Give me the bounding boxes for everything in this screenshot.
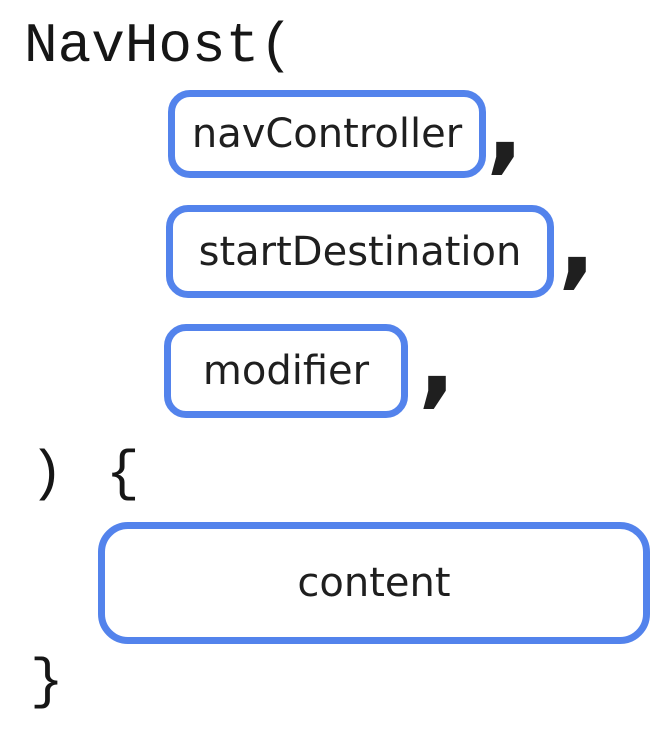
code-open-brace: {	[106, 442, 140, 506]
code-close-brace: }	[30, 650, 64, 714]
comma-after-modifier: ,	[418, 302, 456, 419]
param-pill-startdestination: startDestination	[166, 205, 554, 298]
content-slot-box: content	[98, 522, 650, 644]
param-label-startdestination: startDestination	[198, 228, 522, 275]
code-close-paren: )	[30, 442, 64, 506]
code-function-open: NavHost(	[24, 14, 293, 78]
param-pill-modifier: modifier	[164, 324, 408, 418]
param-label-modifier: modifier	[202, 348, 370, 394]
comma-after-navcontroller: ,	[486, 68, 524, 185]
param-pill-navcontroller: navController	[168, 90, 486, 178]
content-slot-label: content	[297, 560, 451, 606]
param-label-navcontroller: navController	[191, 111, 463, 157]
comma-after-startdestination: ,	[558, 183, 596, 300]
